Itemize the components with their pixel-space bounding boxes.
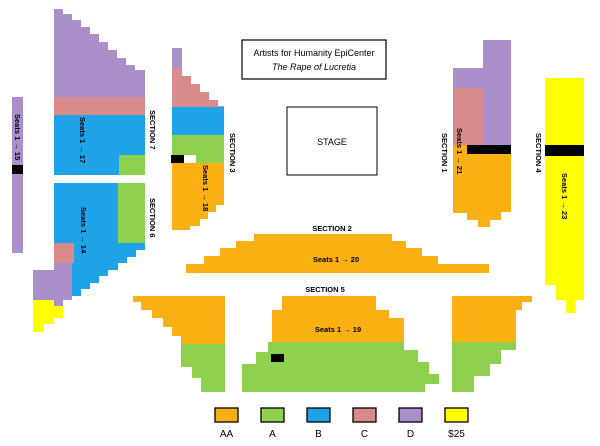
section-6[interactable]: Seats 1 → 14 SECTION 6 bbox=[33, 183, 157, 332]
section-5-label: SECTION 5 bbox=[305, 285, 345, 294]
section-6-seats: Seats 1 → 14 bbox=[79, 207, 88, 254]
legend-label: C bbox=[361, 429, 368, 440]
section-3[interactable]: Seats 1 → 18 SECTION 3 bbox=[171, 48, 237, 230]
section-2[interactable]: SECTION 2 Seats 1 → 20 bbox=[186, 224, 489, 273]
lower-left-block[interactable] bbox=[133, 296, 225, 392]
legend-swatch bbox=[306, 407, 331, 423]
section-4[interactable]: Seats 1 → 23 SECTION 4 bbox=[534, 78, 584, 313]
legend-label: $25 bbox=[448, 429, 465, 440]
legend-swatch bbox=[214, 407, 239, 423]
legend-swatch bbox=[260, 407, 285, 423]
legend-item-D: D bbox=[398, 407, 423, 440]
section-left-strip[interactable]: Seats 1 → 15 bbox=[12, 97, 23, 253]
legend-swatch bbox=[444, 407, 469, 423]
section-1[interactable]: Seats 1 → 21 SECTION 1 bbox=[440, 40, 511, 227]
legend-swatch bbox=[398, 407, 423, 423]
legend-item-A: A bbox=[260, 407, 285, 440]
venue-name: Artists for Humanity EpiCenter bbox=[253, 48, 374, 58]
section-5[interactable]: SECTION 5 Seats 1 → 19 bbox=[242, 285, 439, 392]
section-7-label: SECTION 7 bbox=[148, 110, 157, 150]
left-strip-seats: Seats 1 → 15 bbox=[13, 114, 22, 160]
section-5-seats: Seats 1 → 19 bbox=[315, 325, 361, 334]
section-4-label: SECTION 4 bbox=[534, 133, 543, 173]
section-2-label: SECTION 2 bbox=[312, 224, 352, 233]
section-6-label: SECTION 6 bbox=[148, 198, 157, 238]
section-3-label: SECTION 3 bbox=[228, 133, 237, 173]
legend-item-C: C bbox=[352, 407, 377, 440]
legend-item-AA: AA bbox=[214, 407, 239, 440]
lower-right-block[interactable] bbox=[452, 296, 532, 392]
section-1-seats: Seats 1 → 21 bbox=[455, 128, 464, 174]
legend-swatch bbox=[352, 407, 377, 423]
section-7-seats: Seats 1 → 17 bbox=[78, 117, 87, 163]
legend-label: AA bbox=[220, 429, 234, 440]
stage-label: STAGE bbox=[317, 137, 347, 147]
section-2-seats: Seats 1 → 20 bbox=[313, 255, 359, 264]
legend-label: B bbox=[315, 429, 322, 440]
venue-title-box: Artists for Humanity EpiCenter The Rape … bbox=[241, 39, 387, 80]
show-title: The Rape of Lucretia bbox=[272, 62, 356, 72]
section-4-seats: Seats 1 → 23 bbox=[560, 173, 569, 219]
section-7[interactable]: Seats 1 → 17 SECTION 7 bbox=[54, 9, 157, 175]
section-3-seats: Seats 1 → 18 bbox=[201, 165, 210, 211]
stage: STAGE bbox=[286, 106, 378, 176]
legend-label: D bbox=[407, 429, 414, 440]
section-1-label: SECTION 1 bbox=[440, 133, 449, 173]
legend-item-usd25: $25 bbox=[444, 407, 469, 440]
legend-label: A bbox=[269, 429, 276, 440]
legend-item-B: B bbox=[306, 407, 331, 440]
